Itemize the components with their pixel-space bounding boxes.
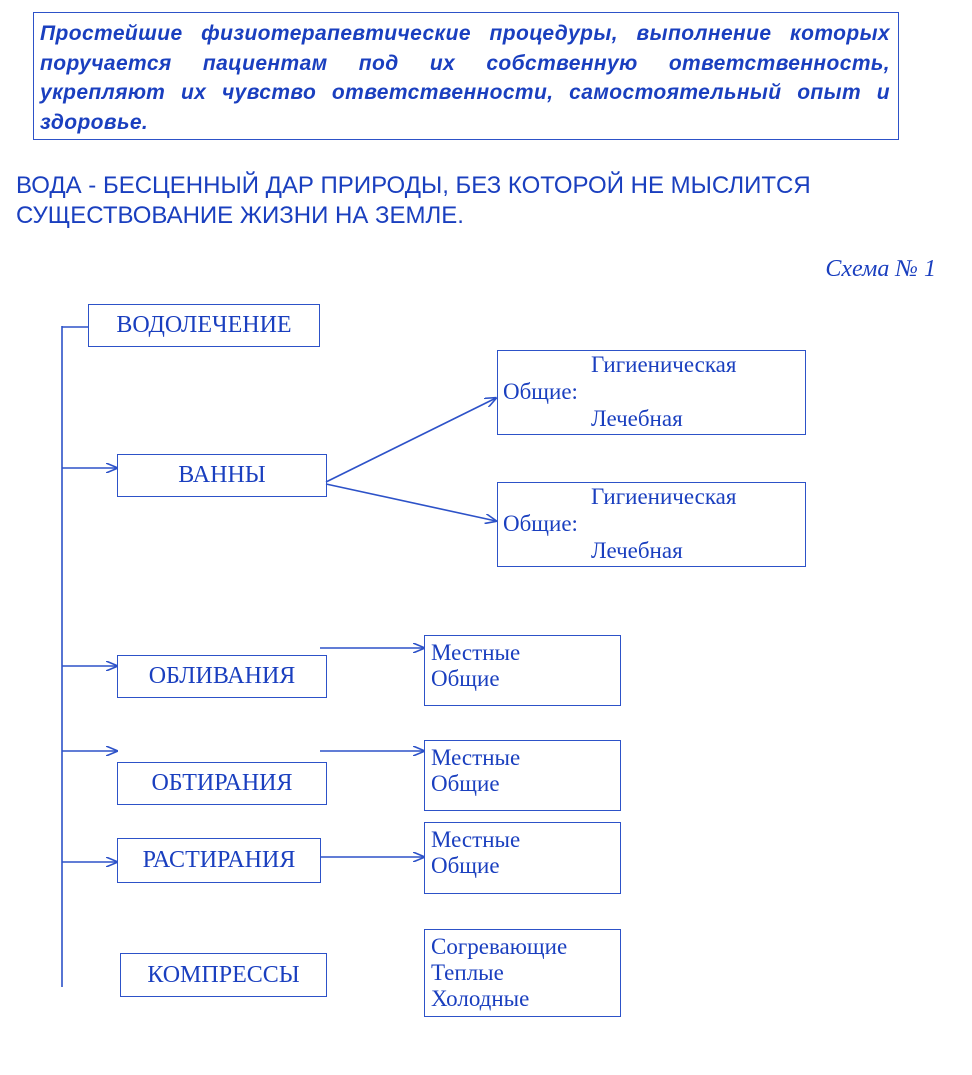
vanny-upper-mid: Общие: [503,379,578,404]
vanny-upper-box[interactable]: Гигиеническая Общие: Лечебная [497,350,806,435]
obtiraniya-label: ОБТИРАНИЯ [151,770,293,796]
vanny-lower-bottom: Лечебная [591,538,683,563]
vanny-lower-mid: Общие: [503,511,578,536]
oblivaniya-box[interactable]: ОБЛИВАНИЯ [117,655,327,698]
root-label: ВОДОЛЕЧЕНИЕ [116,312,292,338]
obtiraniya-options-box[interactable]: Местные Общие [424,740,621,811]
oblivaniya-option: Общие [431,666,500,691]
obtiraniya-box[interactable]: ОБТИРАНИЯ [117,762,327,805]
kompressy-option: Теплые [431,960,504,985]
rastiraniya-label: РАСТИРАНИЯ [142,847,296,873]
heading-line-2: СУЩЕСТВОВАНИЕ ЖИЗНИ НА ЗЕМЛЕ. [16,202,464,229]
rastiraniya-option: Местные [431,827,521,852]
heading-line-1: ВОДА - БЕСЦЕННЫЙ ДАР ПРИРОДЫ, БЕЗ КОТОРО… [16,172,811,199]
obtiraniya-option: Общие [431,771,500,796]
vanny-lower-top: Гигиеническая [591,484,737,509]
rastiraniya-option: Общие [431,853,500,878]
intro-text: Простейшие физиотерапевтические процедур… [40,22,890,134]
kompressy-label: КОМПРЕССЫ [147,961,300,988]
obtiraniya-option: Местные [431,745,521,770]
kompressy-option: Согревающие [431,934,568,959]
kompressy-option: Холодные [431,986,530,1011]
oblivaniya-options-box[interactable]: Местные Общие [424,635,621,706]
vanny-lower-box[interactable]: Гигиеническая Общие: Лечебная [497,482,806,567]
vanny-upper-top: Гигиеническая [591,352,737,377]
vanny-box[interactable]: ВАННЫ [117,454,327,497]
page-heading: ВОДА - БЕСЦЕННЫЙ ДАР ПРИРОДЫ, БЕЗ КОТОРО… [16,171,956,231]
root-box[interactable]: ВОДОЛЕЧЕНИЕ [88,304,320,347]
oblivaniya-option: Местные [431,640,521,665]
intro-callout: Простейшие физиотерапевтические процедур… [33,12,899,140]
arrow-vanny-lower [325,483,496,521]
kompressy-options-box[interactable]: Согревающие Теплые Холодные [424,929,621,1017]
vanny-upper-bottom: Лечебная [591,406,683,431]
oblivaniya-label: ОБЛИВАНИЯ [148,663,296,689]
scheme-label: Схема № 1 [825,256,936,282]
rastiraniya-box[interactable]: РАСТИРАНИЯ [117,838,321,883]
arrow-vanny-upper [325,398,496,483]
vanny-label: ВАННЫ [178,462,266,488]
rastiraniya-options-box[interactable]: Местные Общие [424,822,621,894]
kompressy-box[interactable]: КОМПРЕССЫ [120,953,327,997]
